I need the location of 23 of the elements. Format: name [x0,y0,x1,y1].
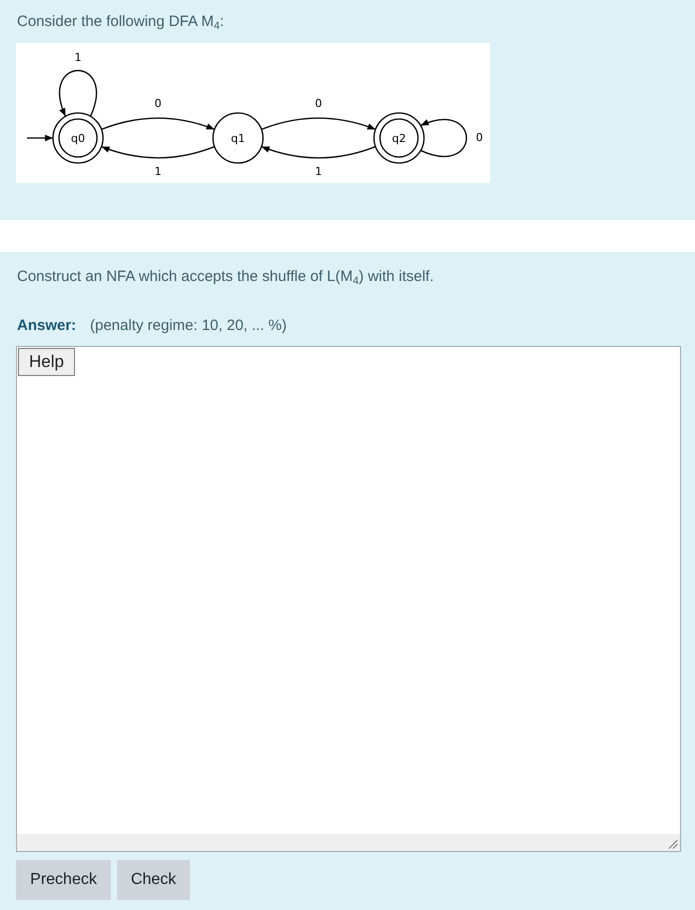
answer-prompt: Answer: [17,316,76,336]
question-text: Consider the following DFA M$_{4}$: [17,12,224,32]
question-text: Construct an NFA which accepts the shuffle of L(M$_{4}$) with itself. [17,267,434,287]
transition-arrow [101,118,215,130]
transition-arrow [261,146,376,158]
transition-arrow [261,118,376,130]
edge-label: 0 [154,98,162,110]
start-arrow [27,134,53,142]
edge-label: 0 [314,98,323,110]
self-loop-arrow [59,70,97,117]
precheck-button: Precheck [16,860,111,900]
penalty-note: (penalty regime: 10, 20, ... %) [90,316,287,336]
accepting-state-circle: q2 [373,112,425,164]
self-loop-arrow [420,119,468,157]
check-button: Check [117,860,190,900]
edge-label: 1 [314,166,323,178]
state-circle: q1 [212,112,264,164]
edge-label: 1 [74,52,82,64]
accepting-state-circle: q0 [52,112,104,164]
edge-label: 0 [474,132,484,144]
help-button: Help [18,348,75,376]
transition-arrow [101,146,215,158]
edge-label: 1 [154,166,162,178]
